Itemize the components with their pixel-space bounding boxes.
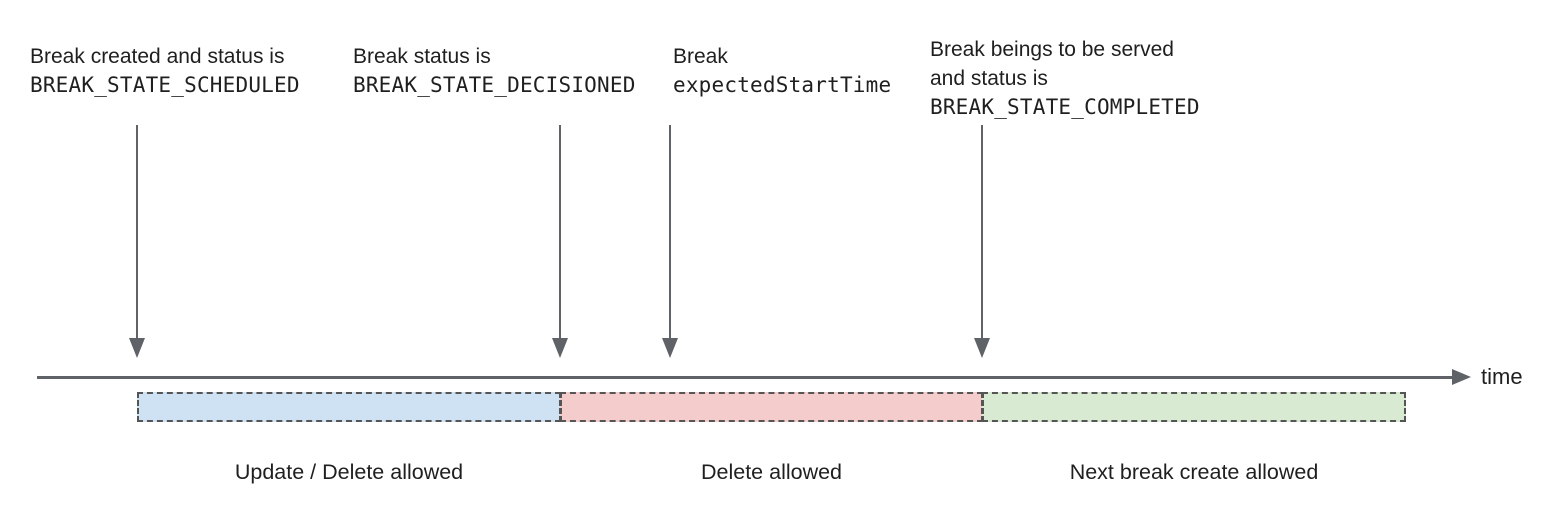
segment-delete-allowed	[560, 392, 983, 422]
segment-next-break-create-allowed	[982, 392, 1406, 422]
annotation-break-completed-text2: and status is	[930, 67, 1048, 90]
timeline-axis-label: time	[1481, 364, 1523, 389]
annotation-expected-start-time-text: Break	[673, 45, 728, 68]
arrow-down-icon	[552, 338, 568, 358]
annotation-break-decisioned: Break status is BREAK_STATE_DECISIONED	[353, 42, 636, 100]
annotation-expected-start-time: Break expectedStartTime	[673, 42, 891, 100]
arrow-down-icon	[974, 338, 990, 358]
arrow-right-icon	[1452, 369, 1471, 385]
segment-label-delete-allowed: Delete allowed	[700, 460, 843, 484]
timeline-axis	[37, 376, 1453, 379]
annotation-break-created: Break created and status is BREAK_STATE_…	[30, 42, 300, 100]
segment-label-next-break-create-allowed: Next break create allowed	[1069, 460, 1319, 484]
arrow-down-icon	[129, 338, 145, 358]
annotation-break-decisioned-text: Break status is	[353, 45, 491, 68]
arrow-shaft	[559, 125, 561, 340]
arrow-shaft	[669, 125, 671, 340]
annotation-break-created-code: BREAK_STATE_SCHEDULED	[30, 73, 300, 97]
arrow-down-icon	[662, 338, 678, 358]
annotation-break-completed-text: Break beings to be served	[930, 38, 1174, 61]
segment-label-update-delete-allowed: Update / Delete allowed	[234, 460, 464, 484]
annotation-expected-start-time-code: expectedStartTime	[673, 73, 892, 97]
annotation-break-completed-code: BREAK_STATE_COMPLETED	[930, 95, 1200, 119]
annotation-break-created-text: Break created and status is	[30, 45, 285, 68]
arrow-shaft	[981, 125, 983, 340]
segment-update-delete-allowed	[137, 392, 561, 422]
annotation-break-decisioned-code: BREAK_STATE_DECISIONED	[353, 73, 636, 97]
annotation-break-completed: Break beings to be served and status is …	[930, 35, 1200, 122]
arrow-shaft	[136, 125, 138, 340]
